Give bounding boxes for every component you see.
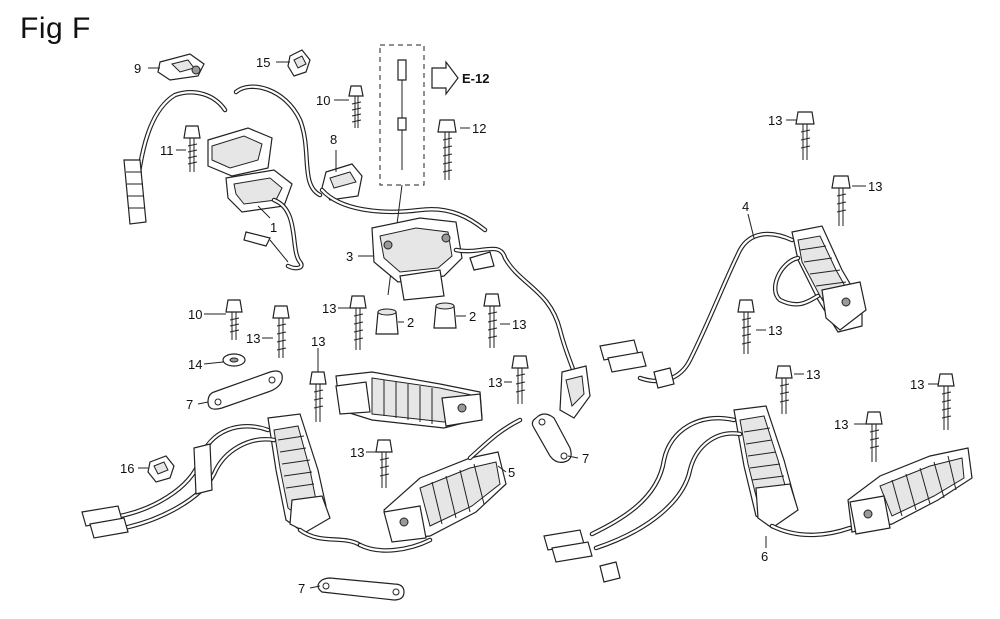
callout-7-left: 7 — [186, 397, 193, 412]
callout-labels: 9 15 10 11 8 1 E-12 12 3 2 2 10 13 13 13… — [120, 55, 924, 596]
coil-assembly-left — [81, 413, 363, 548]
callout-13-h: 13 — [868, 179, 882, 194]
bolt-13-a — [272, 305, 290, 358]
bolt-13-g — [795, 111, 815, 160]
coil-assembly-6 — [543, 405, 853, 583]
bolt-11 — [183, 125, 201, 172]
bolt-12 — [437, 119, 457, 180]
bolt-13-h — [831, 175, 851, 226]
callout-1: 1 — [270, 220, 277, 235]
callout-10-top: 10 — [316, 93, 330, 108]
bolt-13-i — [737, 299, 755, 354]
callout-13-l: 13 — [910, 377, 924, 392]
callout-13-c: 13 — [322, 301, 336, 316]
bolt-13-l — [937, 373, 955, 430]
callout-13-g: 13 — [768, 113, 782, 128]
callout-13-e: 13 — [488, 375, 502, 390]
callout-13-d: 13 — [512, 317, 526, 332]
callout-2-right: 2 — [469, 309, 476, 324]
callout-5: 5 — [508, 465, 515, 480]
bolt-13-k — [865, 411, 883, 462]
callout-8: 8 — [330, 132, 337, 147]
bolt-10-top — [348, 85, 364, 128]
callout-13-a: 13 — [246, 331, 260, 346]
washer-14 — [222, 353, 246, 367]
coil-far-right — [847, 447, 973, 535]
callout-15: 15 — [256, 55, 270, 70]
gasket-7-bottom — [317, 577, 405, 601]
leader-lines — [138, 61, 938, 589]
clip-16 — [147, 455, 175, 483]
ignition-module-3 — [371, 217, 578, 378]
grommet-2-left — [375, 308, 399, 335]
callout-7-bottom: 7 — [298, 581, 305, 596]
callout-10-lower: 10 — [188, 307, 202, 322]
reference-label-e12: E-12 — [462, 71, 489, 86]
callout-13-j: 13 — [806, 367, 820, 382]
figure-title: Fig F — [20, 12, 91, 45]
gasket-7-left — [207, 370, 283, 410]
callout-13-f: 13 — [350, 445, 364, 460]
callout-6: 6 — [761, 549, 768, 564]
callout-9: 9 — [134, 61, 141, 76]
ignition-coil-assembly — [123, 84, 323, 271]
connector-8 — [319, 163, 488, 233]
callout-7-right: 7 — [582, 451, 589, 466]
gasket-7-right — [531, 413, 572, 463]
callout-13-i: 13 — [768, 323, 782, 338]
reference-box-e12 — [379, 44, 459, 296]
callout-13-b: 13 — [311, 334, 325, 349]
callout-16: 16 — [120, 461, 134, 476]
bolt-13-c — [349, 295, 367, 350]
bolt-13-b — [309, 371, 327, 422]
plug-terminal — [559, 365, 591, 419]
callout-14: 14 — [188, 357, 202, 372]
callout-12: 12 — [472, 121, 486, 136]
callout-4: 4 — [742, 199, 749, 214]
coil-assembly-4 — [599, 225, 867, 389]
clamp-15 — [287, 49, 311, 77]
callout-13-k: 13 — [834, 417, 848, 432]
bolt-13-j — [775, 365, 793, 414]
grommet-2-right — [433, 302, 457, 329]
bolt-13-d — [483, 293, 501, 348]
callout-2-left: 2 — [407, 315, 414, 330]
reference-arrow-icon — [431, 60, 459, 96]
callout-3: 3 — [346, 249, 353, 264]
bolt-10-lower — [225, 299, 243, 340]
coil-center-upper — [335, 371, 483, 429]
callout-11: 11 — [160, 143, 174, 158]
coil-center-lower-5 — [357, 417, 523, 553]
bolt-13-e — [511, 355, 529, 404]
bolt-13-f — [375, 439, 393, 488]
clamp-9 — [157, 53, 205, 81]
